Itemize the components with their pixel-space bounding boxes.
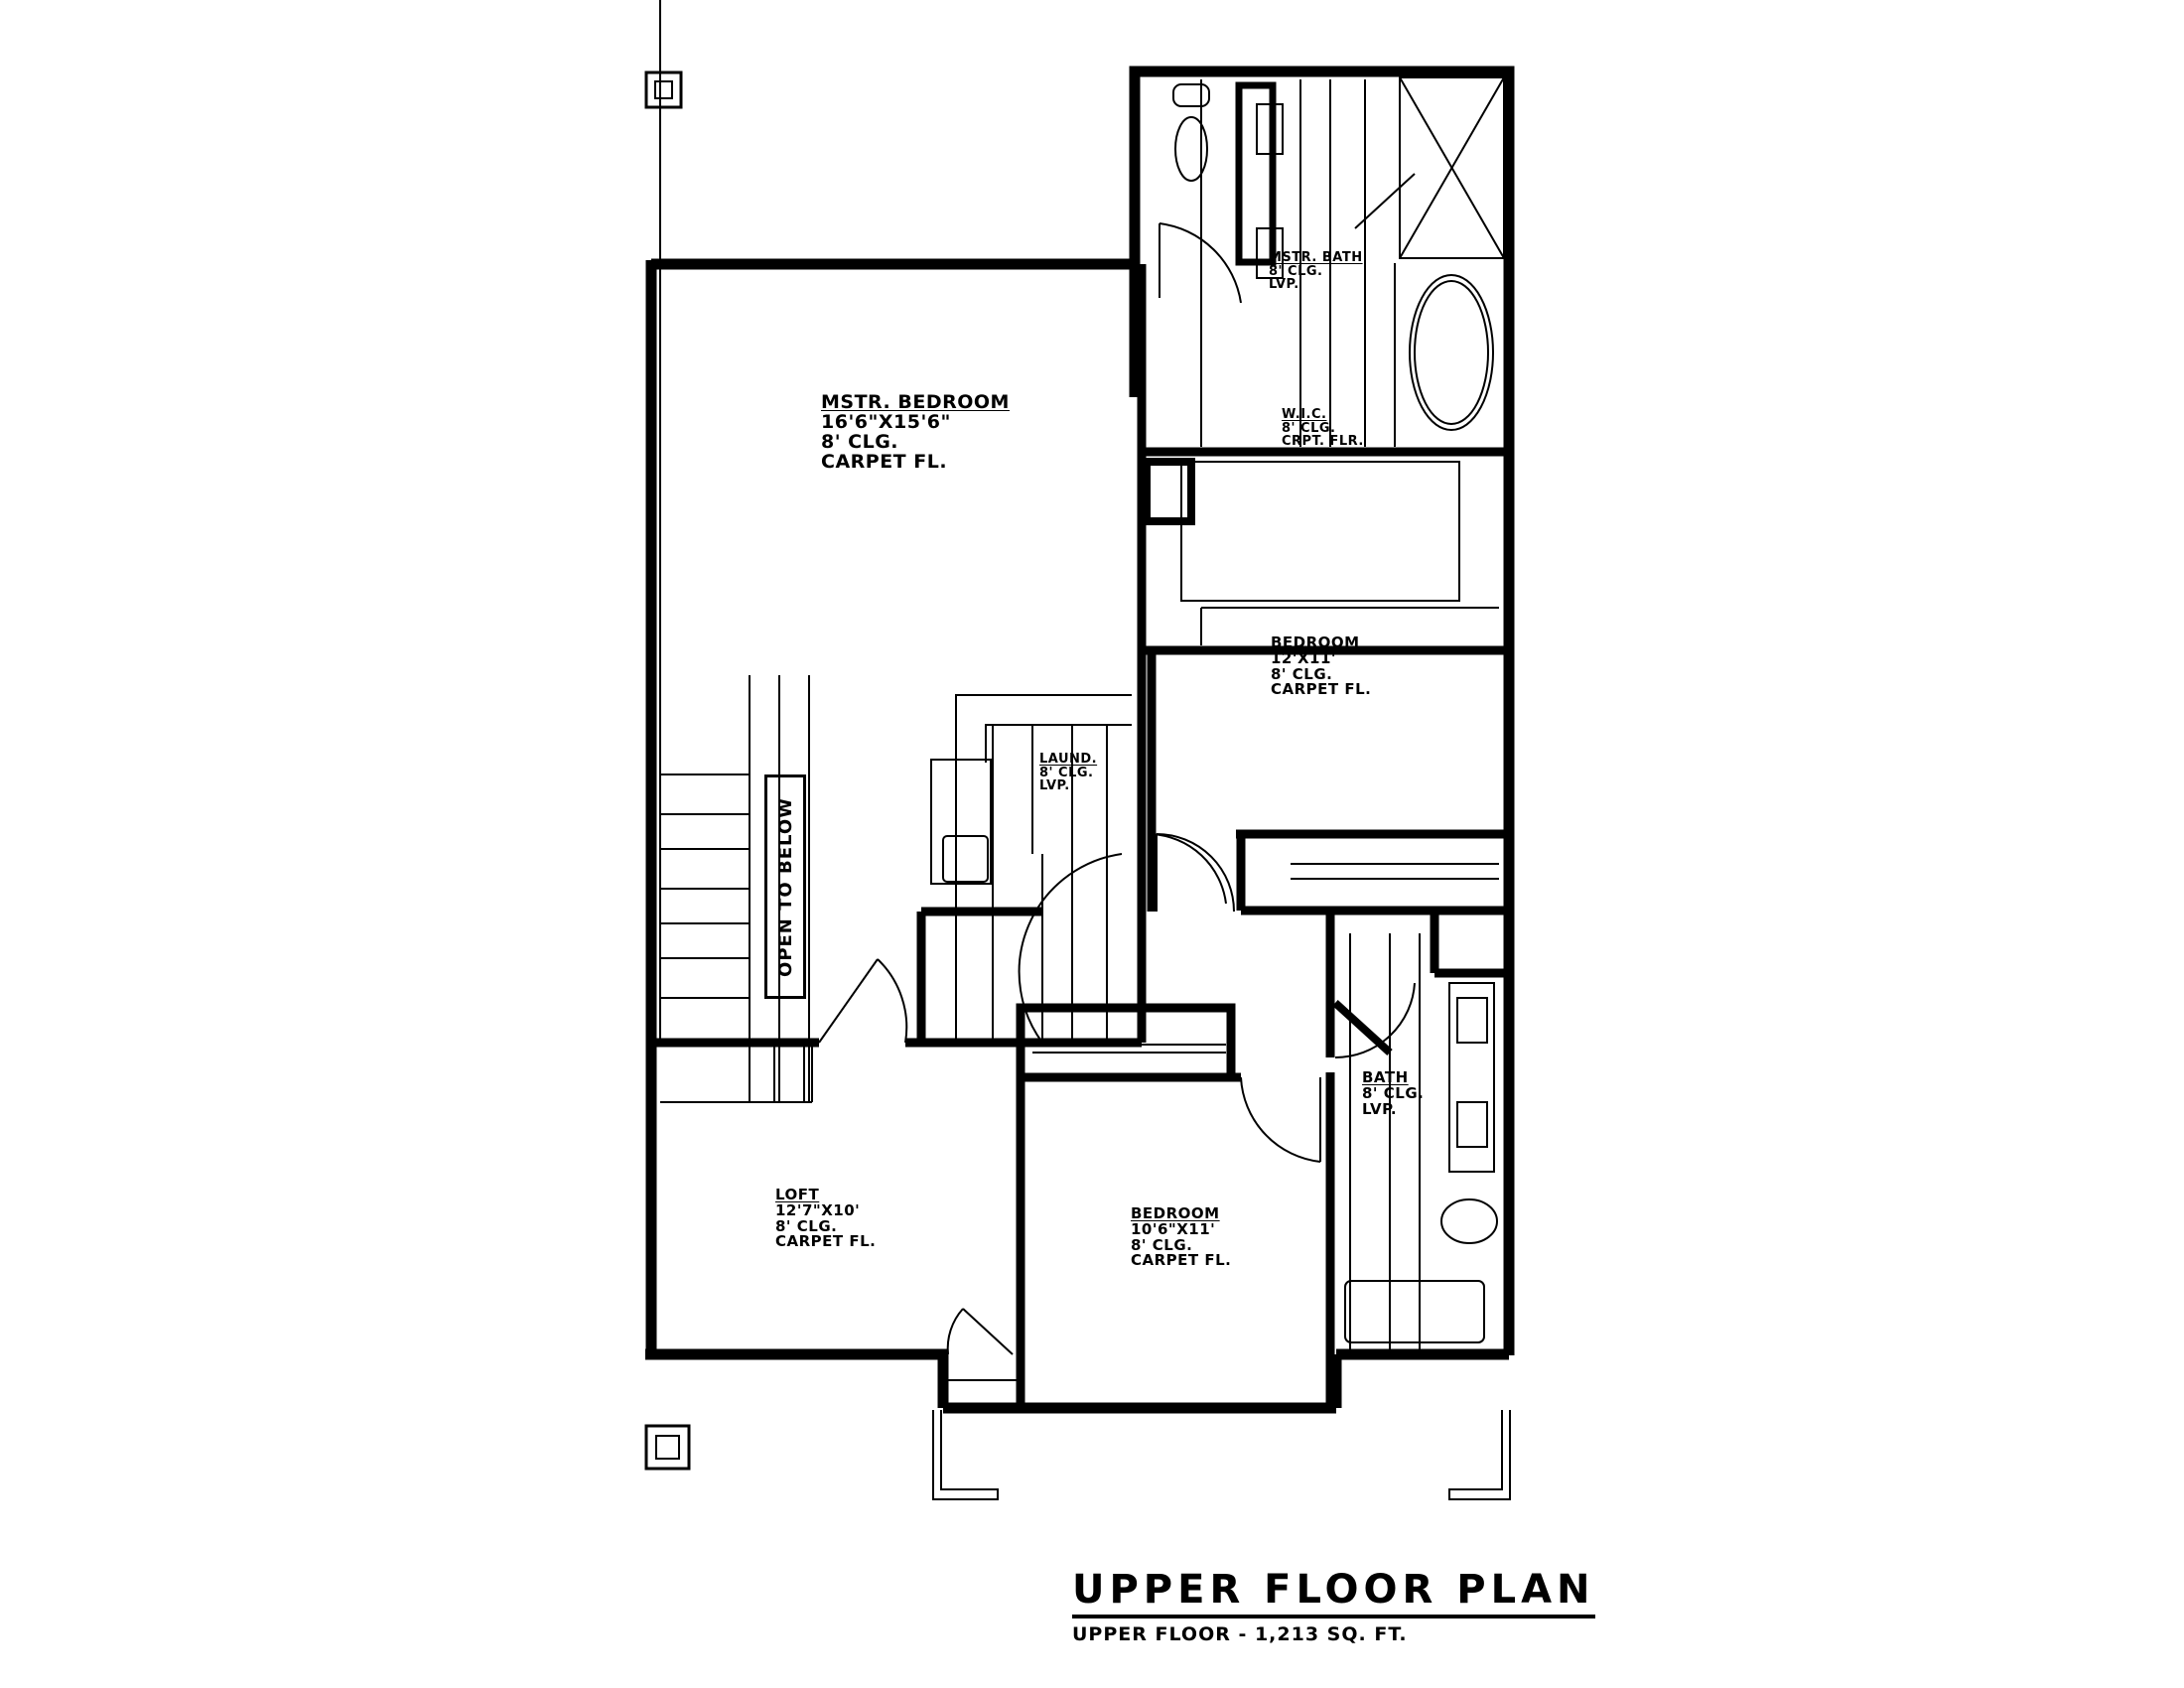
room-ceiling: 8' CLG. bbox=[1271, 664, 1333, 683]
room-ceiling: 8' CLG. bbox=[775, 1216, 838, 1235]
open-to-below-label: OPEN TO BELOW bbox=[774, 796, 796, 977]
plan-subtitle: UPPER FLOOR - 1,213 SQ. FT. bbox=[1072, 1623, 1408, 1645]
room-name: W.I.C. bbox=[1282, 407, 1327, 422]
room-loft: LOFT 12'7"X10' 8' CLG. CARPET FL. bbox=[775, 1186, 877, 1251]
room-ceiling: 8' CLG. bbox=[1282, 420, 1336, 436]
room-floor: CARPET FL. bbox=[821, 450, 948, 473]
room-ceiling: 8' CLG. bbox=[1269, 263, 1323, 279]
open-to-below-note: OPEN TO BELOW bbox=[764, 774, 806, 999]
room-size: 12'7"X10' bbox=[775, 1200, 861, 1219]
room-size: 10'6"X11' bbox=[1131, 1219, 1216, 1238]
room-floor: CARPET FL. bbox=[1131, 1251, 1232, 1270]
room-size: 12'X11' bbox=[1271, 648, 1336, 667]
room-ceiling: 8' CLG. bbox=[821, 430, 899, 453]
room-name: LAUND. bbox=[1039, 752, 1098, 767]
room-floor: LVP. bbox=[1039, 778, 1070, 794]
room-bedroom-2: BEDROOM 12'X11' 8' CLG. CARPET FL. bbox=[1271, 633, 1372, 699]
column-marker-bottom bbox=[644, 1424, 691, 1471]
room-name: BEDROOM bbox=[1131, 1204, 1220, 1222]
room-size: 16'6"X15'6" bbox=[821, 410, 951, 433]
room-bath: BATH 8' CLG. LVP. bbox=[1362, 1068, 1425, 1118]
room-floor: CRPT. FLR. bbox=[1282, 434, 1364, 450]
room-ceiling: 8' CLG. bbox=[1131, 1235, 1193, 1254]
room-floor: CARPET FL. bbox=[775, 1232, 877, 1251]
room-floor: LVP. bbox=[1362, 1099, 1398, 1118]
room-master-bedroom: MSTR. BEDROOM 16'6"X15'6" 8' CLG. CARPET… bbox=[821, 391, 1010, 473]
room-floor: CARPET FL. bbox=[1271, 680, 1372, 699]
room-ceiling: 8' CLG. bbox=[1039, 765, 1094, 780]
room-floor: LVP. bbox=[1269, 277, 1299, 293]
room-wic: W.I.C. 8' CLG. CRPT. FLR. bbox=[1282, 408, 1364, 449]
room-ceiling: 8' CLG. bbox=[1362, 1083, 1425, 1102]
column-marker-top bbox=[644, 70, 683, 109]
room-laundry: LAUND. 8' CLG. LVP. bbox=[1039, 753, 1097, 793]
room-name: LOFT bbox=[775, 1186, 820, 1203]
room-name: MSTR. BATH bbox=[1269, 250, 1363, 265]
plan-title: UPPER FLOOR PLAN bbox=[1072, 1567, 1595, 1618]
room-name: BATH bbox=[1362, 1068, 1409, 1086]
room-bedroom-3: BEDROOM 10'6"X11' 8' CLG. CARPET FL. bbox=[1131, 1204, 1232, 1270]
room-name: MSTR. BEDROOM bbox=[821, 391, 1010, 413]
room-name: BEDROOM bbox=[1271, 633, 1360, 651]
room-master-bath: MSTR. BATH 8' CLG. LVP. bbox=[1269, 251, 1363, 292]
